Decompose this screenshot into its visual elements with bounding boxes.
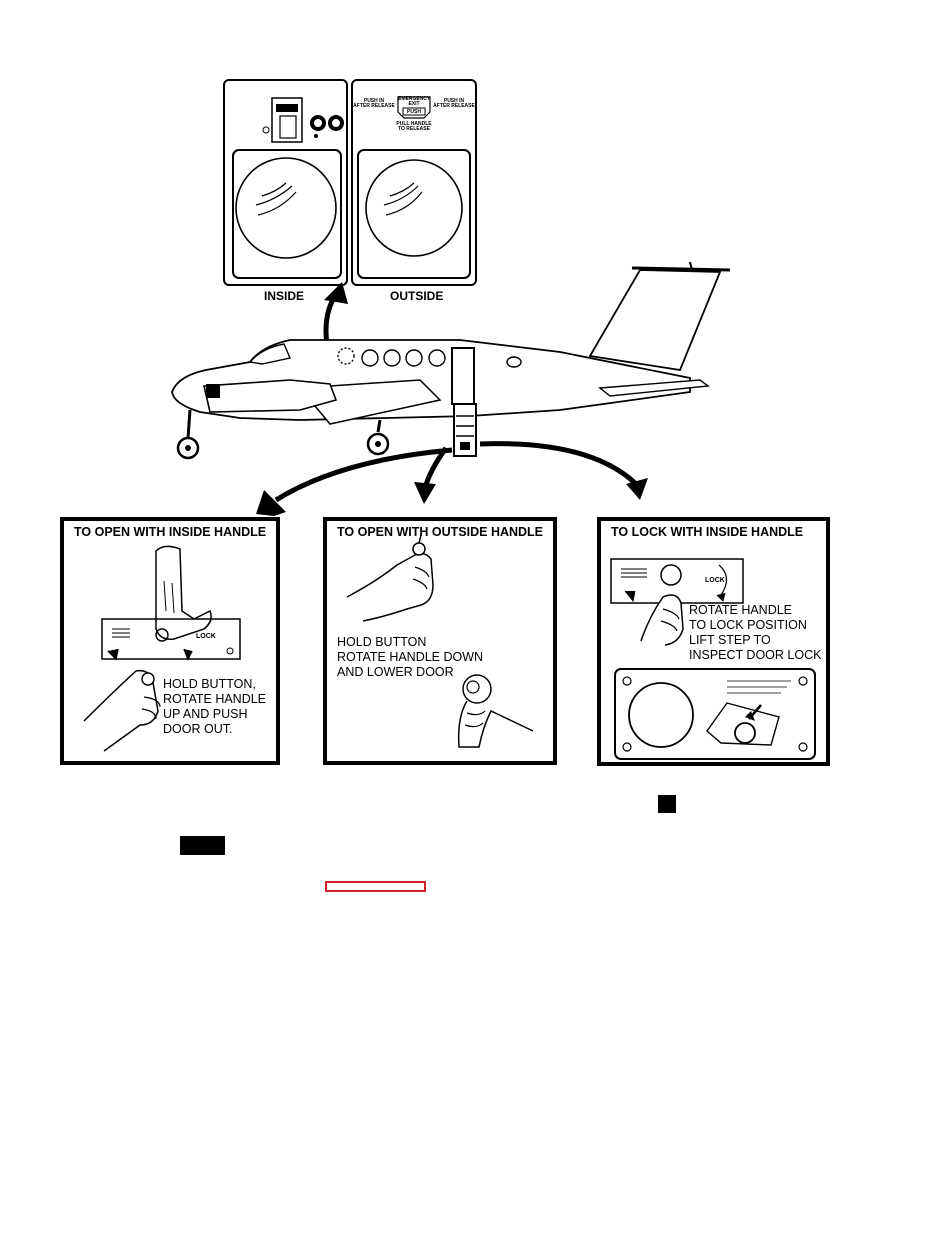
inside-handle-illustration bbox=[83, 545, 241, 752]
outside-left-caption: PUSH IN AFTER RELEASE bbox=[353, 98, 395, 109]
outside-handle-illustration bbox=[346, 534, 534, 748]
panel-open-inside-lock-label: LOCK bbox=[196, 633, 216, 640]
panel-open-inside-handle: TO OPEN WITH INSIDE HANDLE LOCK HOLD BUT… bbox=[60, 517, 280, 765]
inside-label: INSIDE bbox=[264, 289, 305, 303]
panel-open-outside-instruction: HOLD BUTTON ROTATE HANDLE DOWN AND LOWER… bbox=[337, 635, 484, 679]
panel-lock-inside-lock-label: LOCK bbox=[705, 577, 725, 584]
redaction-block-wide bbox=[180, 836, 225, 855]
reference-link-box[interactable] bbox=[325, 881, 426, 892]
redaction-block-small bbox=[658, 795, 676, 813]
lock-handle-illustration bbox=[610, 558, 816, 760]
panel-open-outside-title: TO OPEN WITH OUTSIDE HANDLE bbox=[337, 525, 544, 539]
outside-top-caption: EMERGENCY EXIT bbox=[398, 96, 431, 107]
panel-open-outside-handle: TO OPEN WITH OUTSIDE HANDLE HOLD BUTTON … bbox=[323, 517, 557, 765]
panel-open-inside-instruction: HOLD BUTTON, ROTATE HANDLE UP AND PUSH D… bbox=[163, 677, 267, 736]
outside-pull-caption: PULL HANDLE TO RELEASE bbox=[396, 121, 432, 132]
outside-push-label: PUSH bbox=[407, 109, 421, 115]
outside-label: OUTSIDE bbox=[390, 289, 444, 303]
panel-lock-inside-instruction: ROTATE HANDLE TO LOCK POSITION LIFT STEP… bbox=[689, 603, 822, 662]
panel-lock-inside-title: TO LOCK WITH INSIDE HANDLE bbox=[611, 525, 804, 539]
outside-right-caption: PUSH IN AFTER RELEASE bbox=[433, 98, 475, 109]
panel-lock-inside-handle: TO LOCK WITH INSIDE HANDLE LOCK ROTATE H… bbox=[597, 517, 830, 766]
panel-open-inside-title: TO OPEN WITH INSIDE HANDLE bbox=[74, 525, 267, 539]
